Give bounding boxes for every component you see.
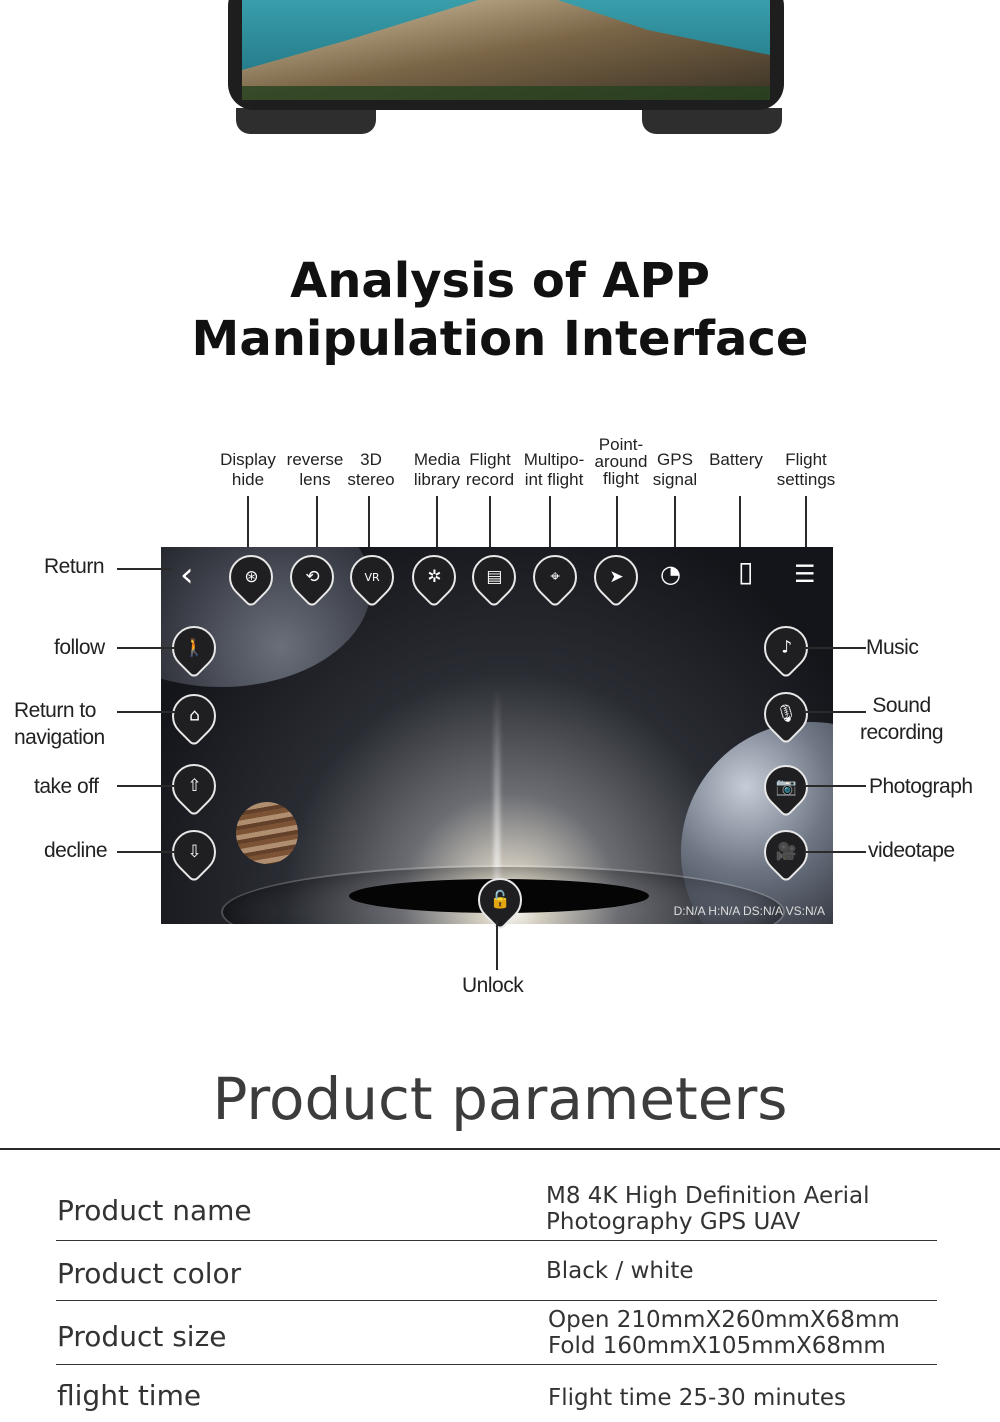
label-music: Music <box>866 636 919 659</box>
param-label-product-color: Product color <box>57 1257 242 1290</box>
label-unlock: Unlock <box>462 974 524 997</box>
connector-line <box>436 496 438 558</box>
battery-icon: ▯ <box>738 555 754 588</box>
connector-line <box>804 647 866 649</box>
analysis-title-line2: Manipulation Interface <box>191 311 809 367</box>
params-divider <box>0 1148 1000 1150</box>
connector-line <box>549 496 551 558</box>
status-readout: D:N/A H:N/A DS:N/A VS:N/A <box>673 904 825 918</box>
app-screen: D:N/A H:N/A DS:N/A VS:N/A <box>161 547 833 924</box>
connector-line <box>496 920 498 970</box>
label-sound-recording: Sound recording <box>860 694 944 744</box>
params-title: Product parameters <box>212 1065 788 1133</box>
row-divider <box>56 1300 937 1301</box>
connector-line <box>247 496 249 558</box>
param-value-product-color: Black / white <box>546 1258 694 1284</box>
connector-line <box>117 785 175 787</box>
analysis-title-line1: Analysis of APP <box>290 253 710 309</box>
connector-line <box>804 711 866 713</box>
label-battery: Battery <box>709 450 763 469</box>
label-photograph: Photograph <box>869 775 973 798</box>
param-label-product-size: Product size <box>57 1320 227 1353</box>
param-value-product-name: M8 4K High Definition Aerial Photography… <box>546 1183 870 1235</box>
jupiter-decoration <box>236 802 298 864</box>
gps-signal-icon: ◔ <box>660 560 681 588</box>
row-divider <box>56 1240 937 1241</box>
param-label-flight-time: flight time <box>57 1379 202 1412</box>
label-follow: follow <box>54 636 105 659</box>
menu-icon[interactable]: ☰ <box>794 560 816 588</box>
connector-line <box>117 711 175 713</box>
connector-line <box>805 496 807 558</box>
connector-line <box>616 496 618 558</box>
label-take-off: take off <box>34 775 99 798</box>
connector-line <box>117 568 172 570</box>
phone-grip-left <box>236 108 376 134</box>
param-label-product-name: Product name <box>57 1194 252 1227</box>
connector-line <box>316 496 318 558</box>
back-icon[interactable]: ‹ <box>180 555 194 595</box>
light-beam-decoration <box>494 687 500 907</box>
phone-image <box>228 0 784 110</box>
connector-line <box>368 496 370 558</box>
connector-line <box>739 496 741 558</box>
analysis-title: Analysis of APP Manipulation Interface <box>0 252 1000 368</box>
param-value-product-size: Open 210mmX260mmX68mm Fold 160mmX105mmX6… <box>548 1307 900 1359</box>
connector-line <box>804 851 866 853</box>
connector-line <box>804 785 866 787</box>
connector-line <box>489 496 491 558</box>
phone-grip-right <box>642 108 782 134</box>
connector-line <box>674 496 676 558</box>
label-multipoint-flight: Multipo-int flight <box>523 450 585 489</box>
param-value-flight-time: Flight time 25-30 minutes <box>548 1385 847 1411</box>
connector-line <box>117 851 175 853</box>
label-return-to-navigation: Return to navigation <box>14 699 105 749</box>
label-return: Return <box>44 555 105 578</box>
label-decline: decline <box>44 839 108 862</box>
label-videotape: videotape <box>868 839 955 862</box>
connector-line <box>117 647 175 649</box>
row-divider <box>56 1364 937 1365</box>
